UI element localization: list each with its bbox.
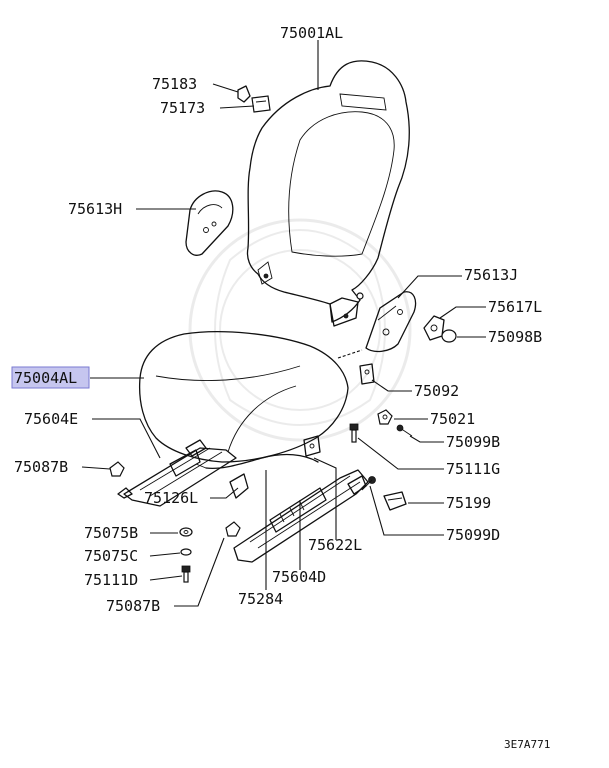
reference-code: 3E7A771 — [504, 738, 550, 751]
label-cover-bracket: 75622L — [308, 536, 362, 554]
highlight-cushion — [11, 366, 90, 389]
label-seatback: 75001AL — [280, 24, 343, 42]
collar-part — [180, 548, 192, 556]
label-nut-right: 75021 — [430, 410, 475, 428]
seatback-part — [246, 60, 410, 327]
leader-cover-right — [397, 275, 462, 299]
bracket-clip-part — [359, 363, 375, 385]
label-cover-right: 75613J — [464, 266, 518, 284]
cap-part — [441, 329, 457, 343]
leader-lever — [210, 487, 239, 499]
knob-part — [423, 315, 445, 341]
label-clip-small: 75199 — [446, 494, 491, 512]
leader-bolt-center — [357, 437, 444, 470]
label-wire: 75284 — [238, 590, 283, 608]
clip-small-part — [383, 491, 407, 511]
label-cap-bottom: 75087B — [106, 597, 160, 615]
leader-screw-right — [369, 485, 444, 536]
label-clip-lower: 75173 — [160, 99, 205, 117]
leader-clip-lower — [219, 105, 255, 109]
cover-left-part — [185, 190, 234, 256]
label-rail-left: 75604E — [24, 410, 78, 428]
label-screw-right: 75099D — [446, 526, 500, 544]
leader-bolt-right — [409, 435, 444, 443]
label-cover-left: 75613H — [68, 200, 122, 218]
cap-bottom-part — [225, 521, 241, 537]
rail-left-part — [117, 439, 237, 507]
bolt-left-part — [181, 565, 191, 583]
leader-cap-left — [81, 466, 111, 470]
label-bolt-center: 75111G — [446, 460, 500, 478]
label-bolt-left: 75111D — [84, 571, 138, 589]
lever-part — [195, 453, 319, 499]
label-clip-upper: 75183 — [152, 75, 197, 93]
cushion-part — [138, 331, 349, 463]
bolt-right-part — [396, 424, 413, 437]
cover-right-part — [365, 291, 417, 353]
leader-clip-upper — [212, 83, 239, 93]
label-bolt-right: 75099B — [446, 433, 500, 451]
label-knob: 75617L — [488, 298, 542, 316]
watermark-emblem — [188, 218, 412, 442]
label-washer: 75075B — [84, 524, 138, 542]
clip-upper-part — [237, 85, 251, 103]
leader-collar — [149, 552, 181, 557]
label-collar: 75075C — [84, 547, 138, 565]
nut-right-part — [377, 409, 393, 425]
cap-left-part — [109, 461, 125, 477]
leader-cover-bracket — [313, 457, 337, 540]
clip-lower-part — [251, 95, 271, 113]
cover-bracket-part — [303, 435, 321, 457]
label-bracket-clip: 75092 — [414, 382, 459, 400]
leader-bracket-dashed — [337, 349, 363, 359]
label-cushion: 75004AL — [14, 369, 77, 387]
leader-cap-bottom — [174, 537, 225, 607]
leader-bolt-left — [149, 575, 183, 581]
label-rail-right: 75604D — [272, 568, 326, 586]
washer-part — [179, 527, 193, 537]
label-cap-left: 75087B — [14, 458, 68, 476]
leader-bracket-clip — [371, 379, 412, 392]
label-lever: 75126L — [144, 489, 198, 507]
label-cap: 75098B — [488, 328, 542, 346]
leader-rail-left — [92, 418, 161, 459]
leader-knob — [439, 306, 486, 319]
bolt-center-part — [349, 423, 359, 443]
